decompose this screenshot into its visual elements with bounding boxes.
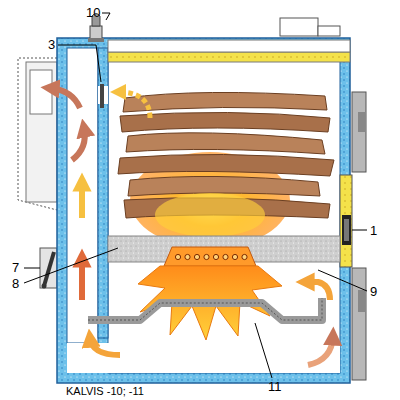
callout-number: 1 <box>370 224 377 237</box>
callout-number: 3 <box>48 38 55 51</box>
callout-number: 7 <box>12 261 19 274</box>
model-caption: KALVIS -10; -11 <box>66 386 144 397</box>
callout-number: 8 <box>12 277 19 290</box>
callout-number: 9 <box>370 285 377 298</box>
callout-number: 11 <box>268 380 282 393</box>
callout-number: 10 <box>86 6 100 19</box>
